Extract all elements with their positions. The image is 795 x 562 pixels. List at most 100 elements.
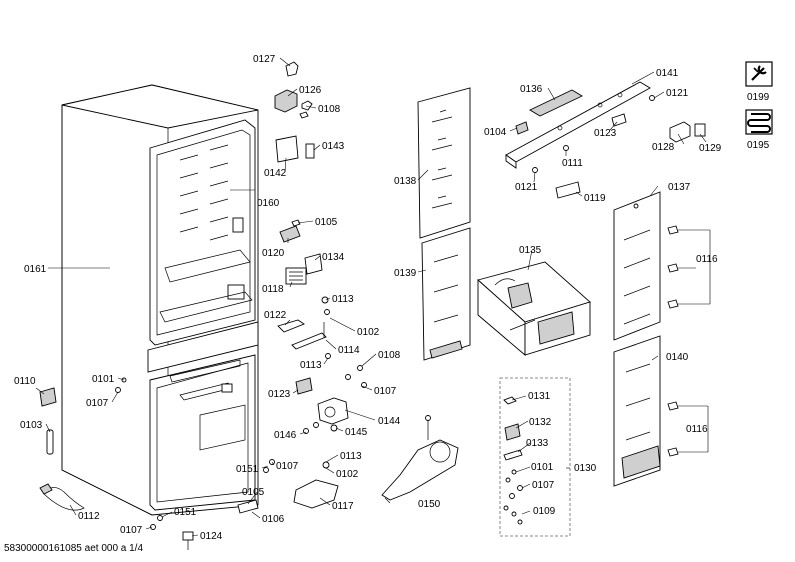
part-0108-b [345, 365, 363, 380]
label-0134: 0134 [322, 252, 345, 263]
label-0112: 0112 [78, 511, 100, 522]
label-0126: 0126 [299, 85, 322, 96]
part-0128 [669, 121, 691, 143]
label-0142: 0142 [264, 168, 287, 179]
label-0109: 0109 [533, 506, 556, 517]
part-labels: 0127 0126 0108 0143 0142 0160 0105 0120 … [14, 54, 770, 542]
label-0110: 0110 [14, 376, 36, 387]
label-0131: 0131 [528, 391, 551, 402]
part-0129 [694, 123, 706, 137]
label-0138: 0138 [394, 176, 417, 187]
part-0136 [529, 89, 583, 117]
label-0151-b: 0151 [174, 507, 197, 518]
label-0127: 0127 [253, 54, 276, 65]
part-0145 [330, 424, 338, 432]
part-0112 [39, 483, 85, 511]
label-0123: 0123 [268, 389, 291, 400]
label-0113: 0113 [332, 294, 354, 305]
kit-0130 [499, 377, 571, 537]
part-0103 [46, 429, 54, 455]
label-0107: 0107 [374, 386, 397, 397]
part-0126 [274, 89, 298, 113]
cabinet-body [61, 84, 259, 516]
part-0137-door-upper [613, 191, 661, 341]
label-0113-c: 0113 [340, 451, 362, 462]
label-0119: 0119 [584, 193, 606, 204]
label-0111: 0111 [562, 158, 583, 169]
label-0195: 0195 [747, 140, 770, 151]
label-0107-e: 0107 [532, 480, 555, 491]
part-0151-bottom [150, 515, 163, 530]
label-0116-b: 0116 [686, 424, 708, 435]
part-0110 [39, 387, 57, 407]
label-0103: 0103 [20, 420, 43, 431]
label-0121-b: 0121 [515, 182, 538, 193]
label-0151: 0151 [236, 464, 259, 475]
part-0113-b [325, 353, 331, 359]
label-0128: 0128 [652, 142, 675, 153]
label-0136: 0136 [520, 84, 543, 95]
label-0139: 0139 [394, 268, 417, 279]
part-0104 [515, 121, 529, 135]
label-0108-b: 0108 [378, 350, 401, 361]
label-0133: 0133 [526, 438, 549, 449]
label-0199: 0199 [747, 92, 770, 103]
part-0105-small [291, 219, 301, 227]
part-0114 [291, 322, 327, 350]
label-0141: 0141 [656, 68, 679, 79]
label-0160: 0160 [257, 198, 280, 209]
label-0145: 0145 [345, 427, 368, 438]
label-0132: 0132 [529, 417, 552, 428]
label-0102: 0102 [357, 327, 380, 338]
part-0123 [295, 377, 313, 395]
label-0101-b: 0101 [531, 462, 554, 473]
part-0111 [563, 145, 569, 151]
label-0140: 0140 [666, 352, 689, 363]
label-0130: 0130 [574, 463, 597, 474]
label-0101: 0101 [92, 374, 115, 385]
part-0143 [305, 143, 315, 159]
part-0134 [304, 253, 323, 275]
part-0140-door-lower [613, 335, 661, 487]
part-0135-assembly [477, 261, 591, 356]
part-0121-b [532, 167, 538, 173]
label-0102-b: 0102 [336, 469, 359, 480]
diagram-footer-code: 58300000161085 aet 000 a 1/4 [4, 543, 144, 554]
part-0116-clips-lower [667, 401, 679, 457]
label-0144: 0144 [378, 416, 401, 427]
label-0118: 0118 [262, 284, 284, 295]
part-0122 [277, 319, 305, 333]
label-0106: 0106 [262, 514, 285, 525]
part-0142 [275, 135, 299, 163]
label-0143: 0143 [322, 141, 345, 152]
label-0122: 0122 [264, 310, 287, 321]
label-0107-d: 0107 [120, 525, 143, 536]
label-0114: 0114 [338, 345, 360, 356]
label-0123-b: 0123 [594, 128, 617, 139]
wrench-screwdriver-icon [745, 61, 773, 87]
label-0120: 0120 [262, 248, 285, 259]
part-0144 [317, 397, 349, 425]
label-0121: 0121 [666, 88, 689, 99]
label-0104: 0104 [484, 127, 507, 138]
label-0146: 0146 [274, 430, 297, 441]
part-0141-control-panel [505, 81, 651, 169]
part-0139-door-lower [421, 227, 471, 361]
label-0124: 0124 [200, 531, 223, 542]
label-0137: 0137 [668, 182, 691, 193]
label-0107-c: 0107 [276, 461, 299, 472]
label-0150: 0150 [418, 499, 441, 510]
part-0121-a [649, 95, 655, 101]
part-0113-c [322, 461, 330, 469]
part-0138-door-upper [417, 87, 471, 239]
part-0150 [381, 415, 459, 501]
label-0105: 0105 [315, 217, 338, 228]
condenser-coil-icon [745, 109, 773, 135]
part-0113 [321, 296, 330, 315]
part-0151-top [263, 459, 275, 473]
label-0129: 0129 [699, 143, 722, 154]
label-0135: 0135 [519, 245, 542, 256]
part-0123-b [611, 113, 627, 127]
label-0113-b: 0113 [300, 360, 322, 371]
